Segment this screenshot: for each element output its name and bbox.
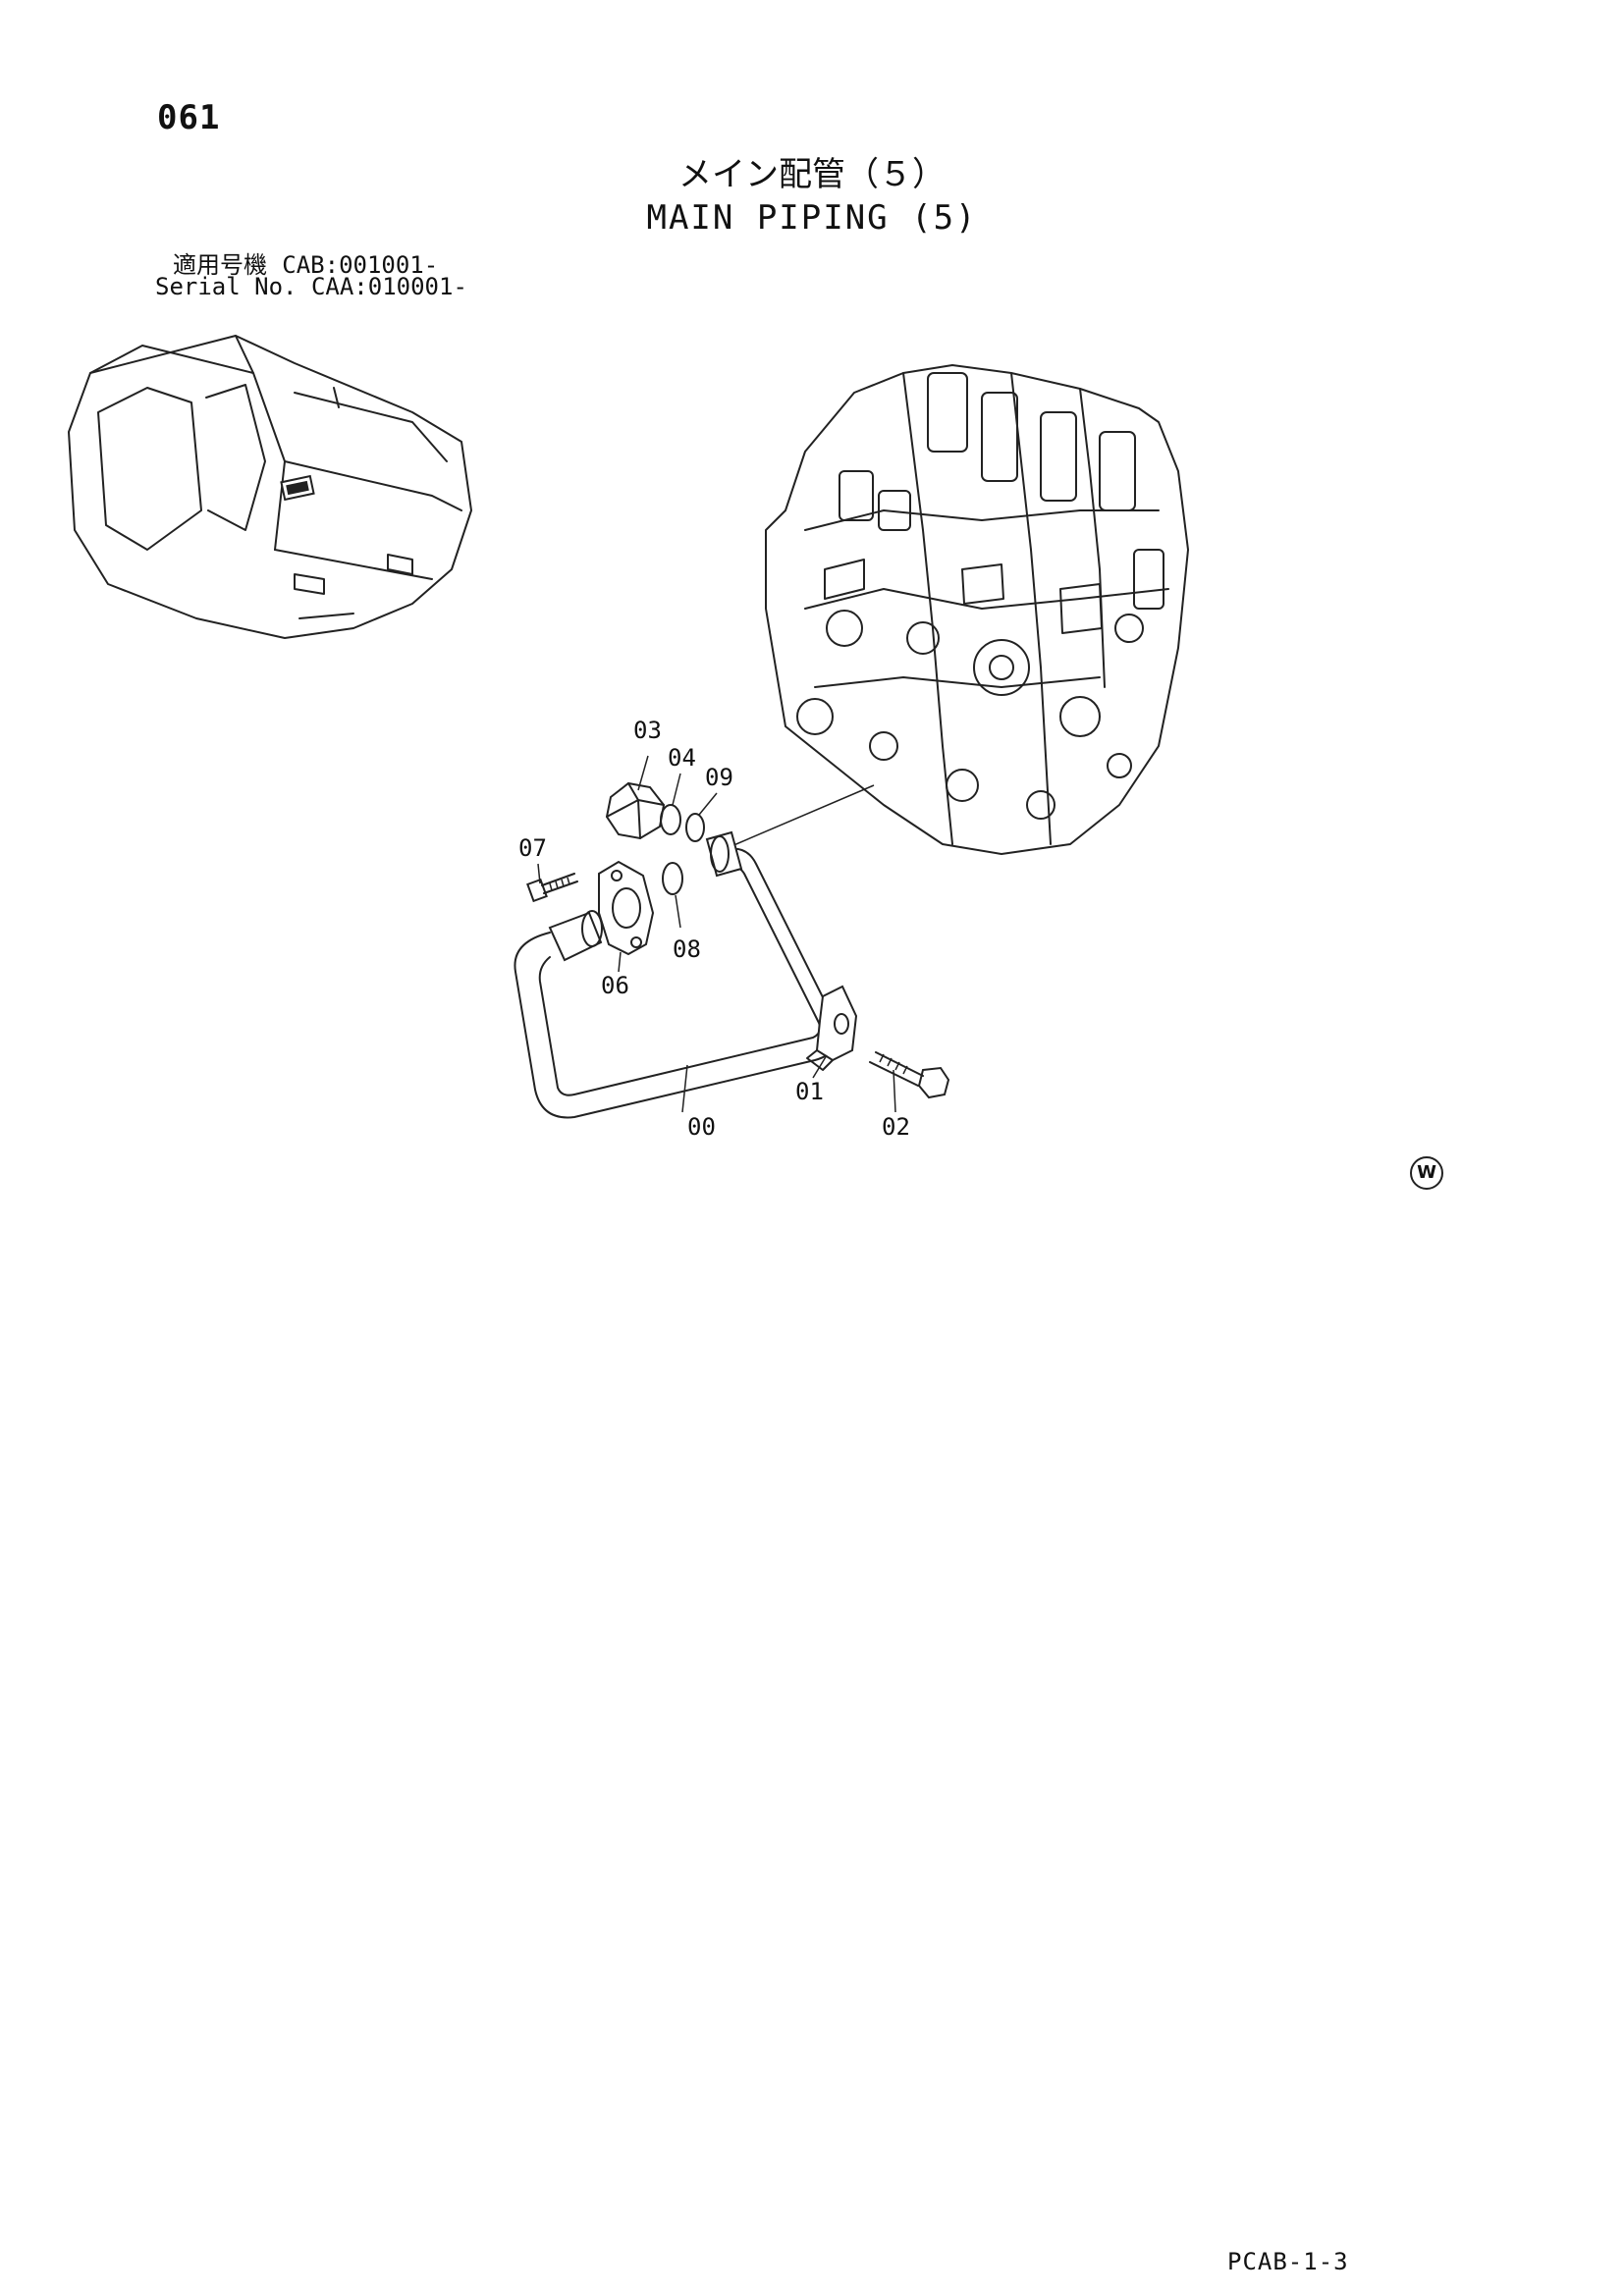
part-02-bolt [869, 1051, 950, 1099]
part-00-pipe [514, 830, 839, 1119]
callout-09: 09 [705, 764, 733, 791]
callout-02: 02 [882, 1113, 910, 1141]
part-06-flange [598, 860, 655, 956]
callout-04: 04 [668, 744, 696, 772]
callout-08: 08 [673, 935, 701, 963]
part-04-ring [660, 804, 681, 835]
callout-07: 07 [518, 834, 547, 862]
page-title-english: MAIN PIPING (5) [646, 198, 978, 238]
footer-page-code: PCAB-1-3 [1227, 2248, 1349, 2275]
part-07-bolt [526, 873, 578, 903]
applicability-value-cab: CAB:001001- [282, 251, 439, 279]
applicability-row-jp: 適用号機 CAB:001001- [173, 245, 438, 280]
leader-line-valve [731, 784, 875, 847]
applicability-value-caa: CAA:010001- [310, 273, 467, 300]
page-number: 061 [157, 98, 221, 137]
page-title-japanese: メイン配管（５） [678, 155, 946, 194]
control-valve-block [765, 364, 1189, 855]
applicability-label-serial: Serial No. [155, 273, 298, 300]
part-01-clamp [806, 985, 858, 1071]
applicability-row-serial: Serial No. CAA:010001- [155, 273, 467, 300]
excavator-overview [68, 335, 472, 639]
part-08-oring [662, 862, 683, 895]
callout-03: 03 [633, 717, 662, 744]
callout-06: 06 [601, 972, 629, 999]
callout-01: 01 [795, 1078, 824, 1105]
part-09-oring [685, 813, 705, 842]
w-mark-icon: W [1410, 1156, 1443, 1190]
applicability-label-jp: 適用号機 [173, 251, 267, 279]
part-03-nut [605, 781, 666, 840]
callout-00: 00 [687, 1113, 716, 1141]
callout-leaders [537, 755, 896, 1113]
